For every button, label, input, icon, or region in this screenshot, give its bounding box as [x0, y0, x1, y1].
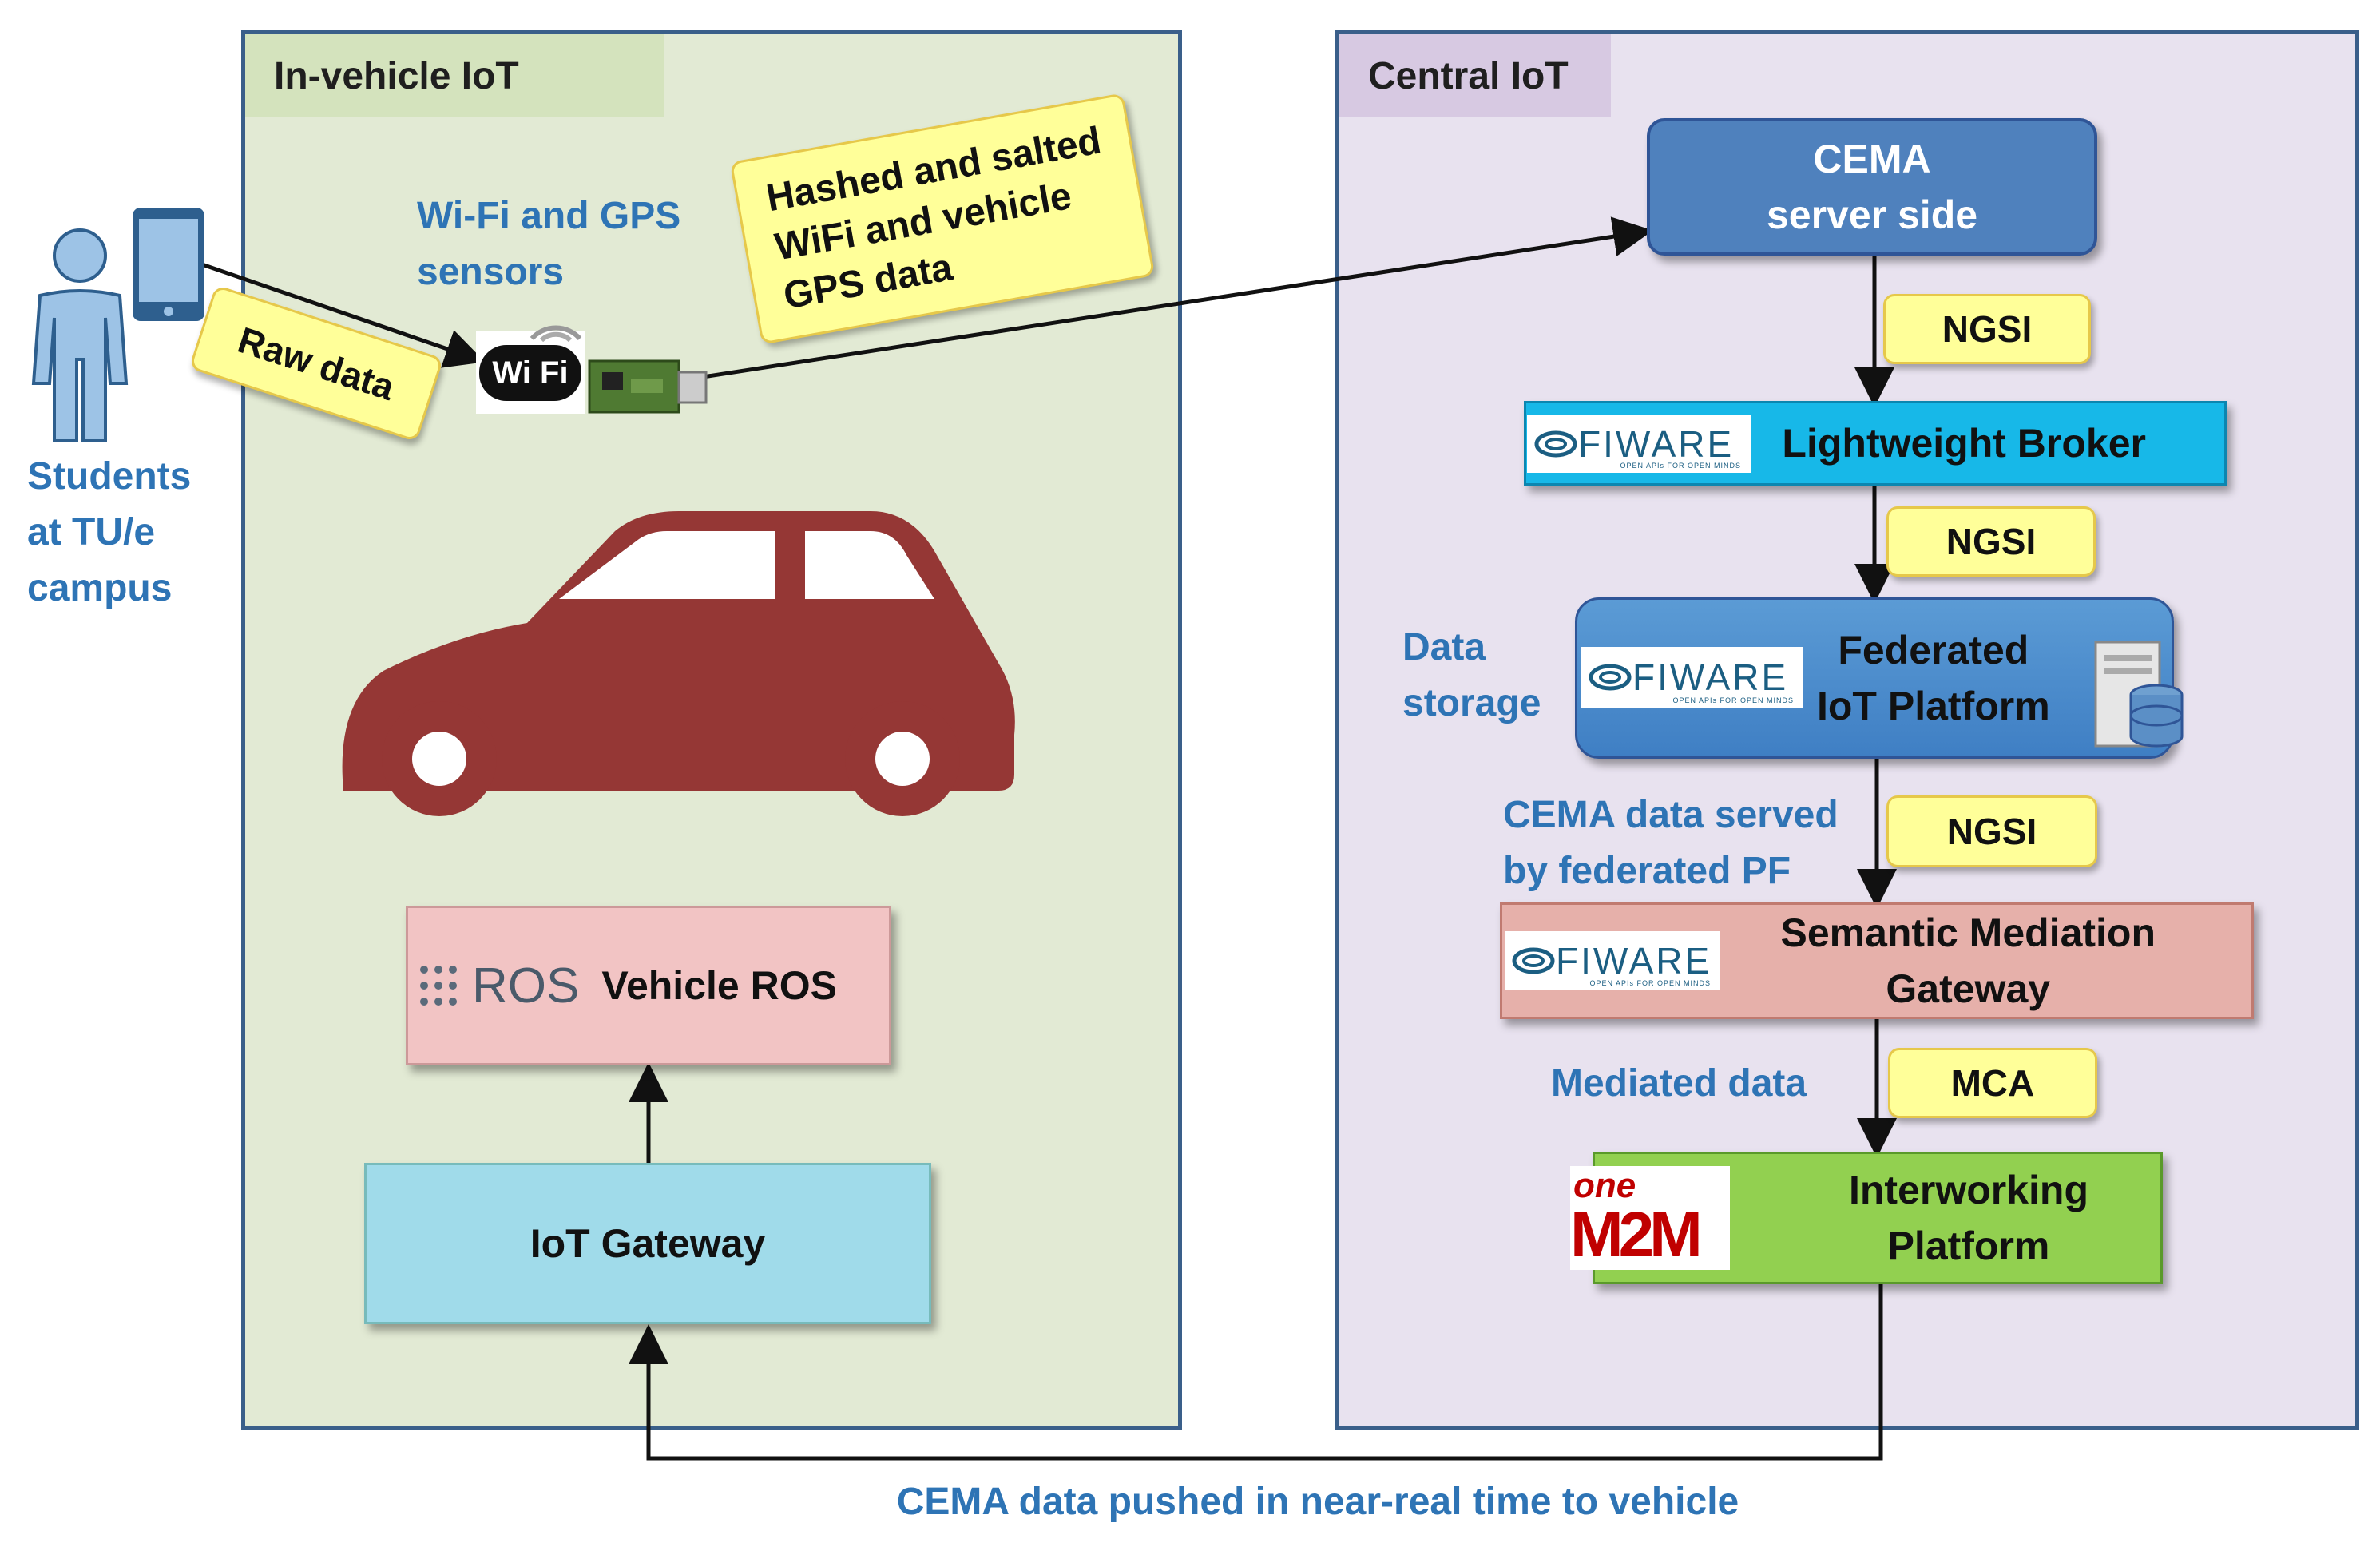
fiware-subtitle: OPEN APIs FOR OPEN MINDS [1672, 696, 1794, 704]
wifi-signal-icon [530, 325, 582, 343]
data-storage-label: Data storage [1402, 626, 1541, 724]
bottom-caption: CEMA data pushed in near-real time to ve… [896, 1481, 1739, 1523]
fiware-logo-broker: FIWARE OPEN APIs FOR OPEN MINDS [1527, 415, 1751, 473]
vehicle-ros-box: ROS Vehicle ROS [406, 906, 891, 1065]
mca-tag: MCA [1888, 1048, 2097, 1118]
onem2m-logo: one M2M [1570, 1166, 1730, 1270]
ngsi-tag-3: NGSI [1886, 795, 2097, 867]
ros-dots-icon [420, 966, 457, 1006]
fiware-word: FIWARE [1556, 940, 1712, 982]
cema-served-label: CEMA data served by federated PF [1503, 794, 1839, 892]
fiware-logo-federated: FIWARE OPEN APIs FOR OPEN MINDS [1581, 647, 1803, 708]
fiware-swirl-icon [1534, 430, 1577, 458]
students-label: Students at TU/e campus [27, 455, 192, 609]
cema-server-box: CEMA server side [1647, 118, 2097, 256]
central-iot-title: Central IoT [1339, 34, 1611, 117]
onem2m-m2m-text: M2M [1570, 1199, 1703, 1270]
lightweight-broker-label: Lightweight Broker [1782, 421, 2146, 466]
fiware-word: FIWARE [1632, 656, 1789, 698]
fiware-word: FIWARE [1578, 423, 1735, 465]
federated-iot-platform-label: Federated IoT Platform [1817, 628, 2050, 728]
ngsi-tag-1: NGSI [1883, 294, 2091, 364]
wifi-logo: Wi Fi [476, 325, 585, 414]
car-icon [342, 511, 1015, 816]
iot-gateway-box: IoT Gateway [364, 1163, 931, 1324]
interworking-platform-label: Interworking Platform [1848, 1168, 2088, 1268]
sensor-to-cema-arrow [702, 216, 1653, 379]
gps-usb-module-icon [588, 359, 708, 414]
sensors-label: Wi-Fi and GPS sensors [417, 195, 681, 293]
fiware-swirl-icon [1589, 664, 1632, 691]
in-vehicle-iot-title: In-vehicle IoT [245, 34, 664, 117]
wifi-logo-text: Wi Fi [479, 345, 581, 401]
fiware-subtitle: OPEN APIs FOR OPEN MINDS [1620, 462, 1741, 470]
ros-logo-text: ROS [472, 958, 580, 1013]
fiware-subtitle: OPEN APIs FOR OPEN MINDS [1589, 979, 1711, 987]
vehicle-ros-label: Vehicle ROS [601, 963, 837, 1008]
mediated-data-label: Mediated data [1551, 1062, 1807, 1105]
fiware-swirl-icon [1512, 947, 1555, 974]
feedback-arrow [629, 1284, 1883, 1461]
semantic-mediation-label: Semantic Mediation Gateway [1780, 910, 2156, 1011]
ngsi-tag-2: NGSI [1886, 506, 2096, 577]
onem2m-one-text: one [1573, 1166, 1636, 1205]
student-person-icon [31, 228, 129, 442]
phone-icon [133, 208, 204, 321]
fiware-logo-semantic: FIWARE OPEN APIs FOR OPEN MINDS [1505, 931, 1720, 990]
server-database-icon [2094, 641, 2184, 748]
phone-to-wifi-arrow [199, 261, 486, 368]
